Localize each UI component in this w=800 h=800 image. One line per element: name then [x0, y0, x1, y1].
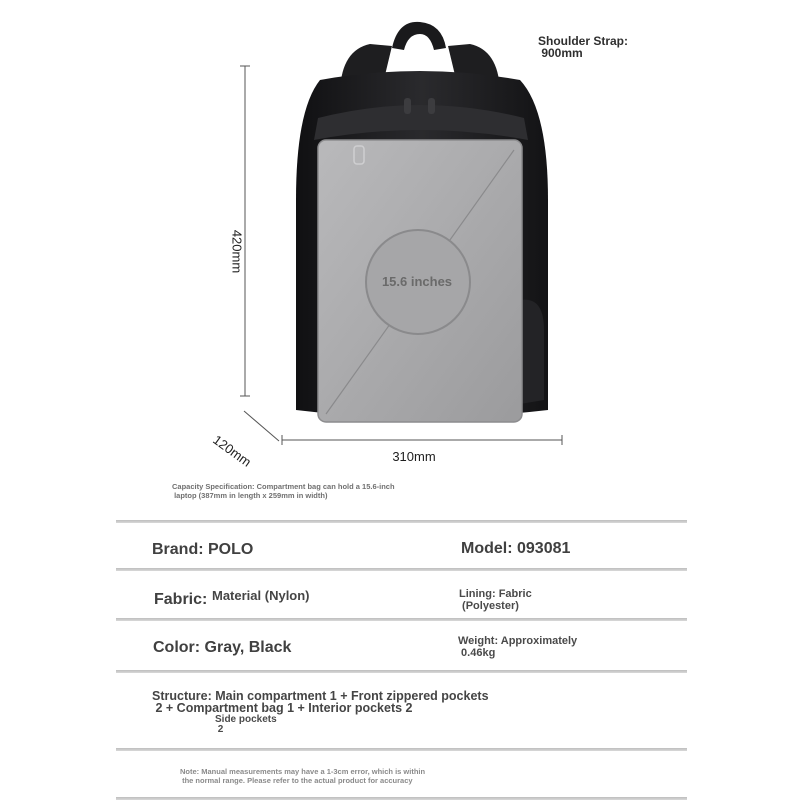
- backpack-dimension-figure: [240, 21, 563, 445]
- fabric-value: Material (Nylon): [212, 588, 310, 603]
- capacity-specification: Capacity Specification: Compartment bag …: [172, 482, 395, 500]
- shoulder-strap-label: Shoulder Strap: 900mm: [538, 34, 629, 60]
- depth-dimension-line: [243, 410, 280, 442]
- side-pocket-right: [520, 299, 544, 404]
- backpack-handle: [392, 21, 446, 50]
- model-label: Model: 093081: [461, 540, 571, 557]
- measurement-note: Note: Manual measurements may have a 1-3…: [180, 767, 426, 785]
- laptop-hinge: [353, 145, 365, 165]
- weight-label: Weight: Approximately 0.46kg: [458, 635, 578, 659]
- height-dimension-line: [240, 65, 250, 397]
- backpack-top-pocket: [314, 105, 528, 140]
- spec-divider: [116, 520, 687, 523]
- structure-label: Structure: Main compartment 1 + Front zi…: [152, 689, 489, 715]
- laptop-size-label: 15.6 inches: [381, 274, 453, 289]
- side-pockets-label: Side pockets 2: [215, 714, 277, 735]
- spec-divider: [116, 748, 687, 751]
- laptop-size-circle: [365, 229, 471, 335]
- height-label: 420mm: [229, 229, 245, 274]
- width-dimension-line: [281, 435, 563, 445]
- lining-label: Lining: Fabric (Polyester): [459, 588, 532, 612]
- spec-divider: [116, 797, 687, 800]
- spec-divider: [116, 670, 687, 673]
- zipper-pull-left: [404, 98, 411, 114]
- color-label: Color: Gray, Black: [153, 639, 292, 656]
- spec-divider: [116, 568, 687, 571]
- fabric-label: Fabric:: [154, 591, 208, 608]
- zipper-pull-right: [428, 98, 435, 114]
- width-label: 310mm: [392, 449, 436, 464]
- spec-divider: [116, 618, 687, 621]
- brand-label: Brand: POLO: [152, 541, 254, 558]
